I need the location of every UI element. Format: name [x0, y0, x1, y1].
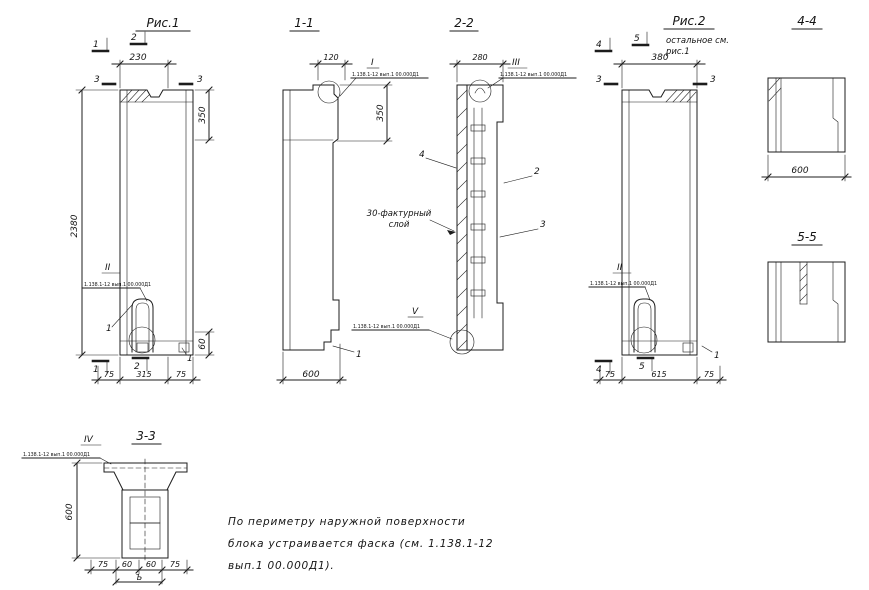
dim-60: 60: [198, 338, 208, 350]
dim-350-fig1: 350: [198, 106, 208, 123]
dim-600-sec11: 600: [302, 370, 319, 380]
layer-callout-line2: слой: [389, 220, 410, 230]
lifting-loop: [474, 87, 486, 94]
fig2-title: Рис.2: [672, 14, 705, 28]
sec33-dim-60-a: 60: [122, 560, 132, 569]
sec55-title: 5-5: [797, 230, 817, 244]
sec44-outline: [767, 77, 846, 153]
fig2-note-line2: рис.1: [665, 47, 690, 57]
cut3-left-label: 3: [94, 75, 100, 85]
fig2-cut3-right-label: 3: [710, 75, 716, 85]
layer-callout-arrow: [447, 230, 456, 235]
note-line2: блока устраивается фаска (см. 1.138.1-12: [228, 538, 493, 550]
sec55-hatch: [799, 263, 808, 302]
dim-2380: 2380: [70, 214, 80, 237]
fig2-pos-label: 1: [714, 351, 720, 361]
fig2-ref-marker: II: [617, 263, 623, 273]
cut5-bottom-label: 5: [639, 362, 645, 372]
fig1-pos-label-a: 1: [106, 324, 112, 334]
sec33-column: [121, 489, 169, 559]
fig1-title: Рис.1: [146, 16, 179, 30]
sec22-ref-doc-top: 1.138.1-12 вып.1 00.000Д1: [500, 72, 567, 78]
dim-120: 120: [323, 53, 338, 62]
section-5-5: 5-5: [767, 230, 846, 343]
sec33-ref-doc: 1.138.1-12 вып.1 00.000Д1: [23, 452, 90, 458]
fig1-outline: [119, 89, 194, 356]
fig2-view: Рис.2 остальное см. рис.1 4 5 380 3 3: [588, 14, 729, 385]
cut4-bottom-label: 4: [596, 365, 602, 375]
sec44-hatch: [768, 77, 782, 102]
fig1-dim-75-right: 75: [176, 370, 186, 379]
fig2-dim-75-right: 75: [704, 370, 714, 379]
drawing-note: По периметру наружной поверхности блока …: [228, 516, 493, 572]
cut5-top-label: 5: [634, 34, 640, 44]
sec11-title: 1-1: [294, 16, 314, 30]
sec11-pos-label: 1: [356, 350, 362, 360]
sec22-detail-circle-bottom: [449, 329, 475, 355]
fig1-hatch: [120, 89, 150, 103]
fig1-detail-circle: [128, 326, 156, 354]
cut1-bottom-label: 1: [93, 365, 99, 375]
dim-380: 380: [651, 53, 668, 63]
fig1-ref-doc: 1.138.1-12 вып.1 00.000Д1: [84, 282, 151, 288]
sec22-ref-marker-bottom: V: [412, 307, 419, 317]
cut2-bottom-label: 2: [134, 362, 140, 372]
sec33-dim-75-right: 75: [170, 560, 180, 569]
sec33-dim-total: Ъ: [136, 573, 143, 582]
dim-280: 280: [472, 53, 487, 62]
fig2-detail-circle: [630, 326, 658, 354]
sec33-title: 3-3: [136, 429, 156, 443]
sec44-title: 4-4: [797, 14, 817, 28]
fig2-cut3-left-label: 3: [596, 75, 602, 85]
cut3-right-label: 3: [197, 75, 203, 85]
section-2-2: 2-2 280 III 1.138.1-12 вып.1 00.000Д1: [351, 16, 577, 355]
fig1-dim-75-left: 75: [104, 370, 114, 379]
fig1-ref-marker: II: [105, 263, 111, 273]
cut1-top-label: 1: [93, 40, 99, 50]
sec22-pos-label-3: 3: [540, 220, 546, 230]
sec22-detail-circle-top: [468, 79, 492, 103]
sec11-outline: [282, 84, 340, 351]
dim-350-sec11: 350: [376, 104, 386, 121]
fig2-dim-615: 615: [651, 370, 666, 379]
cut4-top-label: 4: [596, 40, 602, 50]
sec22-pos-label-2: 2: [534, 167, 540, 177]
sec11-detail-circle: [317, 80, 341, 104]
fig1-pos-label-b: 1: [187, 354, 193, 364]
fig2-dim-75-left: 75: [605, 370, 615, 379]
note-line1: По периметру наружной поверхности: [228, 516, 466, 528]
sec22-pos-label-4: 4: [419, 150, 425, 160]
fig1-dim-315: 315: [136, 370, 151, 379]
sec22-ref-marker-top: III: [512, 58, 520, 68]
sec22-title: 2-2: [454, 16, 474, 30]
fig2-hatch: [665, 89, 697, 103]
fig2-outline: [621, 89, 698, 356]
sec11-ref-marker: I: [371, 58, 374, 68]
dim-600-sec44: 600: [791, 166, 808, 176]
fig1-socket-detail: [131, 298, 154, 353]
cut2-top-label: 2: [131, 33, 137, 43]
fig2-note-line1: остальное см.: [666, 36, 729, 46]
sec55-outline: [767, 261, 846, 343]
sec11-ref-doc: 1.138.1-12 вып.1 00.000Д1: [352, 72, 419, 78]
fig2-socket-detail: [633, 298, 656, 353]
sec33-dim-60-b: 60: [146, 560, 156, 569]
tie-rungs: [470, 124, 486, 297]
sec22-ref-doc-bottom: 1.138.1-12 вып.1 00.000Д1: [353, 324, 420, 330]
layer-callout-line1: 30-фактурный: [367, 209, 432, 219]
section-1-1: 1-1 120 I 1.138.1-12 вып.1 00.000Д1 350 …: [276, 16, 456, 385]
fig1-view: Рис.1 1 2 230 3 3 II: [70, 16, 215, 385]
fig2-ref-doc: 1.138.1-12 вып.1 00.000Д1: [590, 281, 657, 287]
section-4-4: 4-4 600: [761, 14, 852, 182]
sec22-body-outline: [466, 84, 504, 351]
note-line3: вып.1 00.000Д1).: [228, 560, 335, 572]
dim-600-sec33: 600: [65, 503, 75, 520]
sec33-dim-75-left: 75: [98, 560, 108, 569]
facing-layer-hatch: [456, 89, 468, 350]
section-3-3: 3-3 IV 1.138.1-12 вып.1 00.000Д1 600 75 …: [21, 429, 194, 586]
dim-230: 230: [129, 53, 146, 63]
sec33-ref-marker: IV: [84, 435, 94, 445]
sec33-cap-outline: [103, 462, 188, 491]
